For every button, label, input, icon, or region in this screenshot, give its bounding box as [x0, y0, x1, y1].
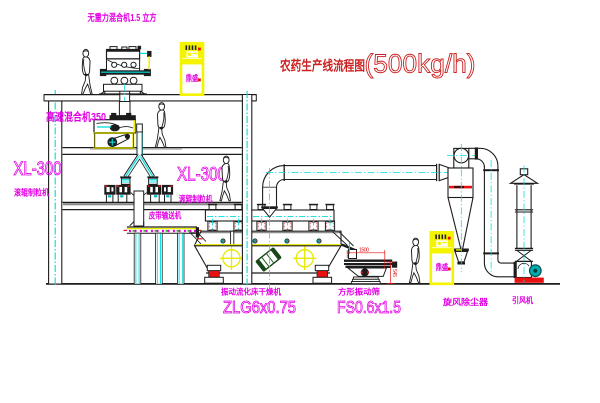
svg-text:滚辊制粒机: 滚辊制粒机	[179, 193, 213, 204]
svg-text:皮带输送机: 皮带输送机	[148, 210, 182, 221]
svg-text:FS0.6x1.5: FS0.6x1.5	[337, 297, 401, 317]
svg-text:旋风除尘器: 旋风除尘器	[442, 297, 489, 307]
svg-text:XL-300: XL-300	[177, 165, 226, 186]
svg-text:无重力混合机1.5 立方: 无重力混合机1.5 立方	[87, 11, 157, 24]
svg-text:高速混合机350: 高速混合机350	[46, 109, 106, 123]
svg-text:农药生产线流程图: 农药生产线流程图	[279, 58, 365, 74]
svg-text:545: 545	[391, 269, 397, 277]
svg-text:方形振动筛: 方形振动筛	[338, 287, 380, 297]
svg-text:XL-300: XL-300	[14, 159, 62, 180]
svg-text:滚辊制粒机: 滚辊制粒机	[14, 186, 49, 197]
svg-text:振动流化床干燥机: 振动流化床干燥机	[221, 287, 281, 297]
svg-text:1500: 1500	[359, 248, 369, 254]
svg-text:引风机: 引风机	[512, 295, 533, 305]
svg-text:(500kg/h): (500kg/h)	[365, 49, 476, 79]
svg-text:ZLG6x0.75: ZLG6x0.75	[223, 297, 296, 317]
